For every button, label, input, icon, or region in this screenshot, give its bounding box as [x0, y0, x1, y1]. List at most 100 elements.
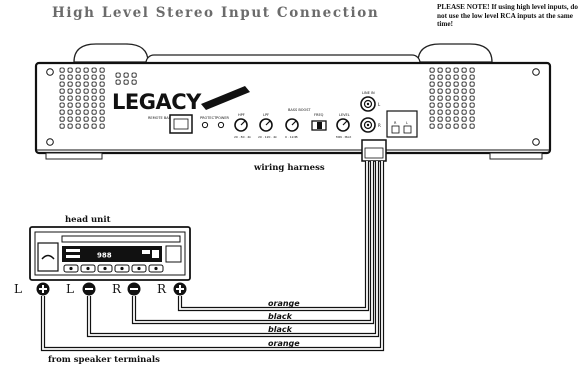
vent-hole — [461, 109, 467, 115]
speaker-terminals — [36, 282, 187, 296]
vent-hole — [453, 109, 459, 115]
screw-icon — [46, 68, 540, 146]
vent-hole — [59, 81, 65, 87]
vent-hole — [445, 67, 451, 73]
vent-hole — [99, 74, 105, 80]
vent-hole — [91, 123, 97, 129]
vent-hole — [453, 116, 459, 122]
vent-hole — [75, 95, 81, 101]
vent-hole — [461, 81, 467, 87]
vent-hole — [429, 95, 435, 101]
vent-hole — [83, 88, 89, 94]
preset-button-dot — [69, 266, 73, 271]
vent-hole — [453, 74, 459, 80]
harness-socket[interactable] — [386, 110, 418, 138]
vent-hole — [437, 81, 443, 87]
vent-hole — [429, 102, 435, 108]
vent-hole — [75, 102, 81, 108]
vent-hole — [115, 79, 121, 85]
rca-left-label: L — [378, 102, 381, 107]
vent-hole — [91, 88, 97, 94]
vent-hole — [469, 109, 475, 115]
vent-hole — [461, 95, 467, 101]
vent-hole — [437, 109, 443, 115]
vent-hole — [67, 74, 73, 80]
vent-hole — [67, 81, 73, 87]
hpf-knob[interactable]: HPF 20 · 80 · 4k — [234, 113, 251, 139]
lpf-knob[interactable]: LPF 20 · 120 · 4k — [258, 113, 277, 139]
vent-hole — [437, 102, 443, 108]
terminal-l-plus-icon — [36, 282, 50, 296]
level-knob[interactable]: LEVEL MIN · MAX — [336, 113, 351, 139]
hpf-knob-range: 20 · 80 · 4k — [234, 135, 251, 139]
vent-hole — [91, 116, 97, 122]
vent-hole — [59, 67, 65, 73]
amplifier: LEGACY REMOTE BASS KNOB PROTECT POWER HP… — [34, 43, 552, 160]
vent-hole — [429, 88, 435, 94]
terminal-channel-4: R — [157, 282, 167, 296]
vent-hole — [429, 123, 435, 129]
wire-label-3: black — [268, 325, 293, 334]
volume-knob[interactable] — [37, 242, 59, 272]
vent-hole — [461, 102, 467, 108]
vent-hole — [83, 123, 89, 129]
brand-swoosh — [201, 86, 250, 110]
harness-pin-l: L — [406, 121, 408, 125]
vent-hole — [59, 116, 65, 122]
vent-hole — [67, 67, 73, 73]
vent-hole — [131, 79, 137, 85]
vent-hole — [99, 95, 105, 101]
power-led-label: POWER — [216, 116, 230, 120]
harness-plug — [361, 139, 387, 162]
vent-hole — [469, 74, 475, 80]
vent-hole — [445, 74, 451, 80]
bass-boost-knob[interactable]: BASS BOOST 0 · 12dB — [285, 108, 311, 139]
head-unit-label: head unit — [65, 215, 111, 225]
vent-hole — [75, 81, 81, 87]
vent-hole — [437, 116, 443, 122]
vent-hole — [123, 79, 129, 85]
vent-hole — [469, 81, 475, 87]
vent-hole — [437, 95, 443, 101]
vent-hole — [99, 67, 105, 73]
vent-hole — [461, 88, 467, 94]
terminal-l-minus-icon — [82, 282, 96, 296]
lpf-knob-label: LPF — [263, 113, 269, 117]
wiring-harness-label: wiring harness — [254, 163, 325, 173]
vent-hole — [437, 74, 443, 80]
terminal-channel-3: R — [112, 282, 122, 296]
vent-hole — [437, 123, 443, 129]
vent-hole — [115, 72, 121, 78]
protect-led — [201, 121, 209, 129]
vent-hole — [445, 123, 451, 129]
terminal-r-minus-icon — [127, 282, 141, 296]
terminal-channel-2: L — [66, 282, 74, 296]
vent-hole — [91, 74, 97, 80]
vent-hole — [445, 95, 451, 101]
rca-jack-right[interactable] — [360, 117, 376, 133]
vent-hole — [123, 72, 129, 78]
vent-hole — [437, 67, 443, 73]
rca-jack-left[interactable] — [360, 96, 376, 112]
lpf-knob-range: 20 · 120 · 4k — [258, 135, 277, 139]
vent-hole — [445, 88, 451, 94]
vent-hole — [453, 88, 459, 94]
vent-hole — [83, 102, 89, 108]
display-readout: 988 — [97, 252, 112, 260]
vent-hole — [453, 95, 459, 101]
mode-switch-label: FREQ — [314, 113, 324, 117]
preset-button-dot — [86, 266, 90, 271]
vent-hole — [75, 74, 81, 80]
vent-hole — [99, 88, 105, 94]
vent-hole — [429, 109, 435, 115]
preset-button-dot — [154, 266, 158, 271]
vent-hole — [75, 116, 81, 122]
vent-hole — [453, 102, 459, 108]
wires — [40, 161, 385, 352]
vent-hole — [461, 123, 467, 129]
vent-hole — [453, 81, 459, 87]
vent-hole — [91, 109, 97, 115]
vent-hole — [445, 81, 451, 87]
vent-hole — [59, 74, 65, 80]
